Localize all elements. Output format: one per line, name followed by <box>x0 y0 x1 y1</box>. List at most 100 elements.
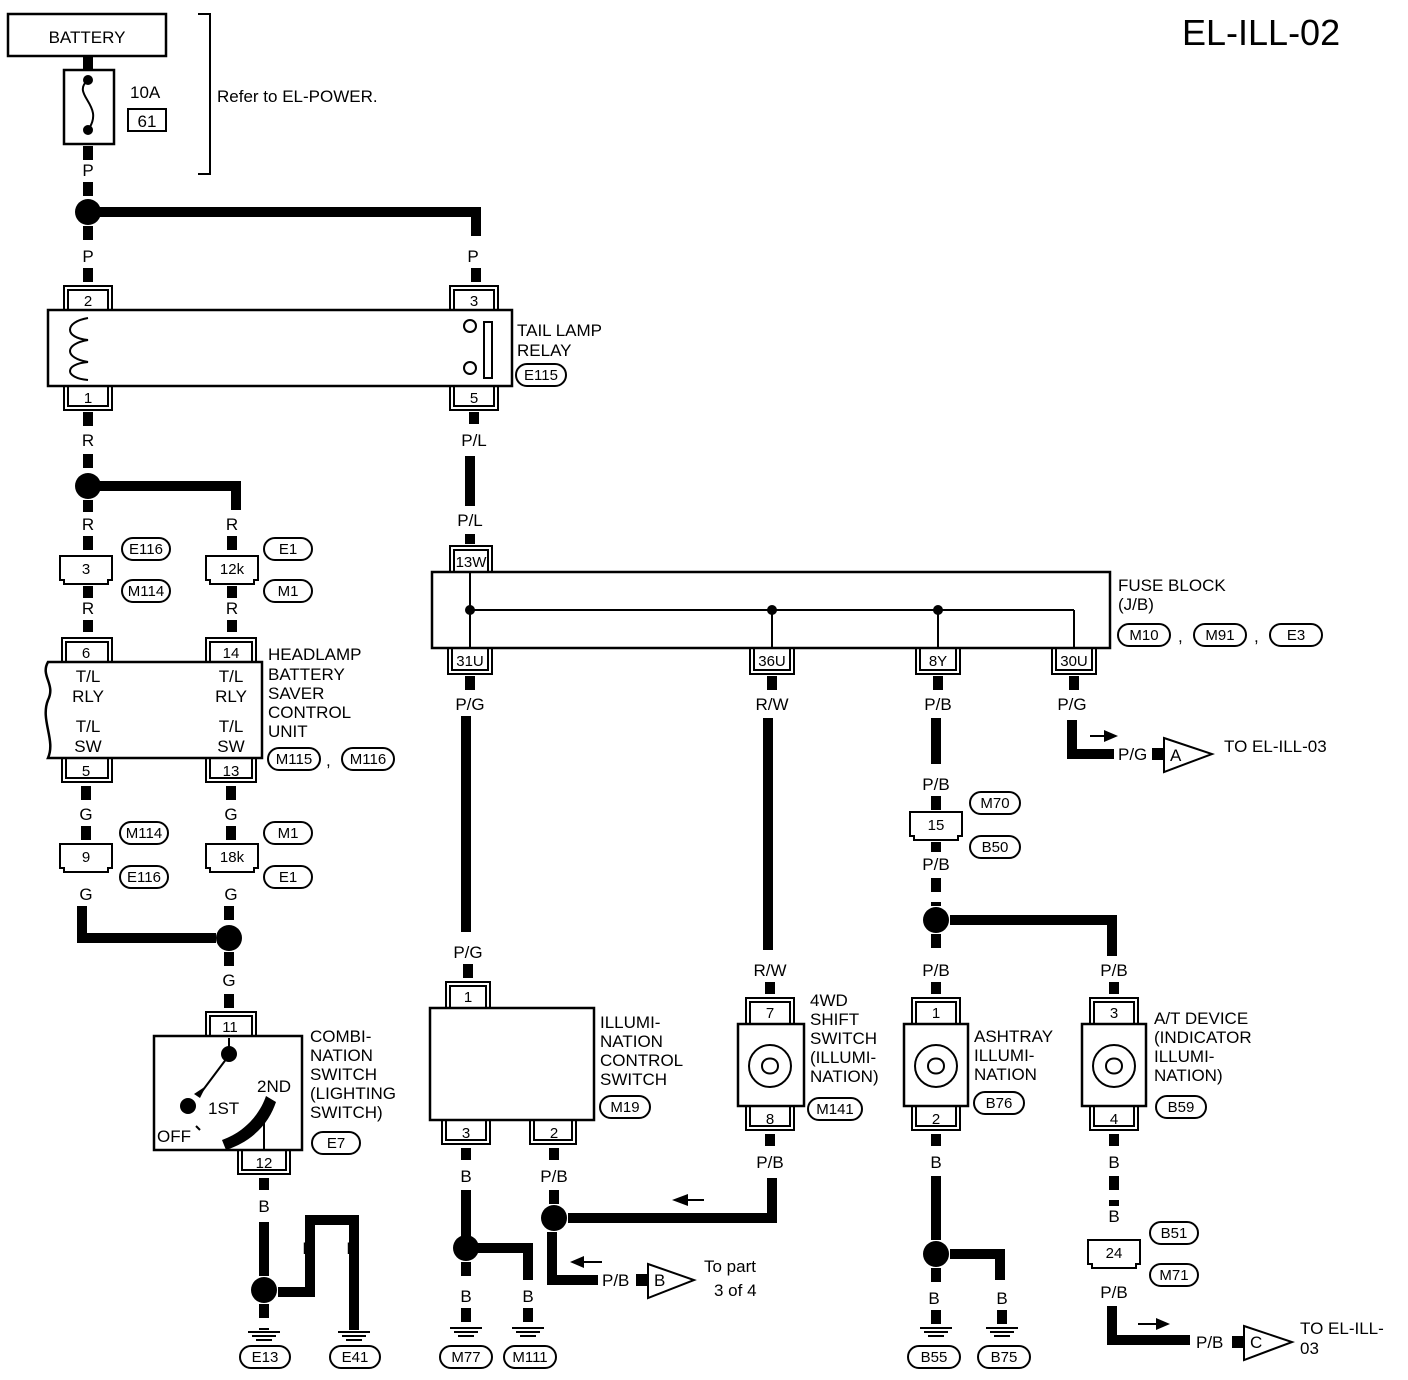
relay-pin-1: 1 <box>84 390 92 407</box>
combi-pos-2nd: 2ND <box>257 1077 291 1096</box>
wire-pg-4: P/G <box>1118 745 1147 764</box>
wire-r-2: R <box>82 515 94 534</box>
at-device-illumination: 3 4 <box>1080 997 1148 1131</box>
offpage-c-text-2: 03 <box>1300 1339 1319 1358</box>
offpage-a-letter: A <box>1170 746 1182 765</box>
connector-9: 9 <box>59 843 113 873</box>
at-pin-3: 3 <box>1110 1005 1118 1022</box>
conn-m70: M70 <box>980 795 1009 812</box>
wire-p-2: P <box>82 247 93 266</box>
conn-m114-b: M114 <box>126 825 162 842</box>
saver-tl-1: T/L <box>76 667 101 686</box>
combi-connector: E7 <box>327 1135 345 1152</box>
at-name-1: A/T DEVICE <box>1154 1009 1248 1028</box>
relay-pin-3: 3 <box>470 293 478 310</box>
combi-name-3: SWITCH <box>310 1065 377 1084</box>
wire-pl-2: P/L <box>457 511 483 530</box>
combi-name-5: SWITCH) <box>310 1103 383 1122</box>
ashtray-name-1: ASHTRAY <box>974 1027 1053 1046</box>
junction-pb-ics <box>541 1205 567 1231</box>
combi-name-2: NATION <box>310 1046 373 1065</box>
shift-pin-8: 8 <box>766 1111 774 1128</box>
at-name-3: ILLUMI- <box>1154 1047 1214 1066</box>
conn-e116-b: E116 <box>127 869 161 886</box>
wire-r-5: R <box>226 599 238 618</box>
conn-15-label: 15 <box>928 817 945 834</box>
junction-b-ashtray <box>923 1241 949 1267</box>
fb-name-2: (J/B) <box>1118 595 1154 614</box>
connector-12k: 12k <box>205 555 259 585</box>
wire-pb-3: P/B <box>756 1153 783 1172</box>
fuse-rating: 10A <box>130 83 161 102</box>
wire-b-2: B <box>302 1239 313 1258</box>
connector-3: 3 <box>59 555 113 585</box>
ics-pin-1: 1 <box>464 989 472 1006</box>
combi-pos-off: OFF <box>157 1127 191 1146</box>
saver-tl-4: T/L <box>219 717 244 736</box>
wire-pg-2: P/G <box>453 943 482 962</box>
wire-pb-10: P/B <box>1196 1333 1223 1352</box>
at-name-4: NATION) <box>1154 1066 1223 1085</box>
wire-g-2: G <box>224 805 237 824</box>
fb-conn-m10: M10 <box>1129 627 1158 644</box>
saver-tl-3: T/L <box>76 717 101 736</box>
battery: BATTERY <box>6 12 168 58</box>
saver-name-4: CONTROL <box>268 703 351 722</box>
combination-switch: 11 2ND 1ST OFF 12 <box>152 1011 304 1175</box>
saver-name-5: UNIT <box>268 722 308 741</box>
fb-conn-e3: E3 <box>1287 627 1305 644</box>
combi-pin-11: 11 <box>222 1019 238 1036</box>
ics-name-2: NATION <box>600 1032 663 1051</box>
4wd-shift-switch: 7 8 <box>736 997 806 1131</box>
wire-b-11: B <box>1108 1207 1119 1226</box>
combi-name-4: (LIGHTING <box>310 1084 396 1103</box>
conn-m71: M71 <box>1159 1267 1188 1284</box>
saver-sw-1: SW <box>74 737 101 756</box>
conn-m1-b: M1 <box>278 825 299 842</box>
conn-3-label: 3 <box>82 561 90 578</box>
at-connector: B59 <box>1168 1099 1195 1116</box>
ics-connector: M19 <box>610 1099 639 1116</box>
saver-tl-2: T/L <box>219 667 244 686</box>
saver-name-3: SAVER <box>268 684 324 703</box>
fb-pin-30u: 30U <box>1060 653 1088 670</box>
wire-pb-1: P/B <box>540 1167 567 1186</box>
saver-conn-m115: M115 <box>276 751 312 768</box>
fb-pin-13w: 13W <box>456 554 488 571</box>
wire-p-3: P <box>467 247 478 266</box>
wire-r-3: R <box>226 515 238 534</box>
fb-conn-m91: M91 <box>1205 627 1234 644</box>
wire-rw-1: R/W <box>755 695 788 714</box>
wire-b-7: B <box>930 1153 941 1172</box>
fb-pin-8y: 8Y <box>929 653 947 670</box>
ics-name-4: SWITCH <box>600 1070 667 1089</box>
offpage-a-text: TO EL-ILL-03 <box>1224 737 1327 756</box>
wire-b-5: B <box>460 1287 471 1306</box>
ground-m111: M111 <box>512 1349 547 1366</box>
connector-24: 24 <box>1087 1239 1141 1269</box>
conn-18k-label: 18k <box>220 849 245 866</box>
bracket <box>198 13 211 175</box>
ashtray-illumination: 1 2 <box>902 997 970 1131</box>
wire-b-9: B <box>996 1289 1007 1308</box>
conn-e116-a: E116 <box>129 541 163 558</box>
shift-name-5: NATION) <box>810 1067 879 1086</box>
relay-name-1: TAIL LAMP <box>517 321 602 340</box>
fb-sep-1: , <box>1178 627 1183 646</box>
junction-p <box>75 199 101 225</box>
shift-name-3: SWITCH <box>810 1029 877 1048</box>
wire-b-1: B <box>258 1197 269 1216</box>
saver-sep: , <box>326 751 331 770</box>
battery-label: BATTERY <box>49 28 126 47</box>
wire-pb-8: P/B <box>1100 961 1127 980</box>
wire-pb-7: P/B <box>922 961 949 980</box>
fb-name-1: FUSE BLOCK <box>1118 576 1226 595</box>
page-code: EL-ILL-02 <box>1182 12 1340 53</box>
ashtray-pin-1: 1 <box>932 1005 940 1022</box>
ground-m77: M77 <box>451 1349 480 1366</box>
ground-e41: E41 <box>342 1349 369 1366</box>
wire-b-4: B <box>460 1167 471 1186</box>
fb-sep-2: , <box>1254 627 1259 646</box>
junction-b-combi <box>251 1277 277 1303</box>
